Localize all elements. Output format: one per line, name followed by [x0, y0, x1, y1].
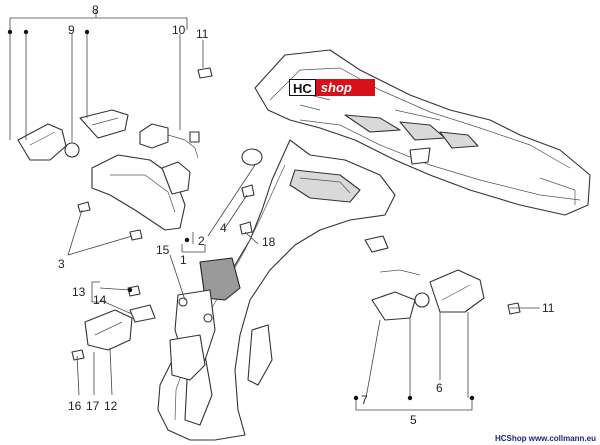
- callout-4: 4: [220, 221, 227, 235]
- callout-labels: 8 9 10 11 3 2 4 15 1 18 13 14 16 17 12 1…: [58, 3, 555, 427]
- bracket-1: [181, 244, 206, 253]
- leader-lines: [9, 10, 540, 399]
- callout-11-right: 11: [542, 301, 555, 315]
- bracket-5: [355, 398, 473, 411]
- watermark-shop: shop: [315, 79, 375, 96]
- callout-11-top: 11: [196, 27, 209, 41]
- rear-mudguard: [157, 139, 396, 441]
- callout-3: 3: [58, 257, 65, 271]
- callout-6: 6: [436, 381, 443, 395]
- callout-5: 5: [410, 413, 417, 427]
- rear-turn-signal: [84, 304, 156, 351]
- license-plate-holder: [169, 257, 241, 381]
- callout-2: 2: [198, 234, 205, 248]
- footer-credit: HCShop www.collmann.eu: [494, 434, 596, 443]
- callout-8: 8: [92, 3, 99, 17]
- callout-7: 7: [361, 393, 368, 407]
- callout-17: 17: [86, 399, 100, 413]
- callout-10: 10: [172, 23, 186, 37]
- callout-1: 1: [180, 253, 187, 267]
- callout-15: 15: [156, 243, 170, 257]
- bracket-13-14: [91, 281, 100, 303]
- right-turn-signal: [364, 235, 485, 321]
- bracket-8: [9, 17, 188, 30]
- hcshop-watermark: HC shop: [289, 79, 375, 96]
- watermark-hc: HC: [289, 79, 316, 96]
- tail-light: [91, 148, 263, 231]
- callout-12: 12: [104, 399, 118, 413]
- left-turn-signal: [17, 109, 200, 161]
- screws: [71, 67, 521, 361]
- callout-14: 14: [93, 293, 107, 307]
- callout-18: 18: [262, 235, 276, 249]
- callout-16: 16: [68, 399, 82, 413]
- callout-dots: [7, 29, 475, 401]
- callout-9: 9: [68, 23, 75, 37]
- callout-13: 13: [72, 285, 86, 299]
